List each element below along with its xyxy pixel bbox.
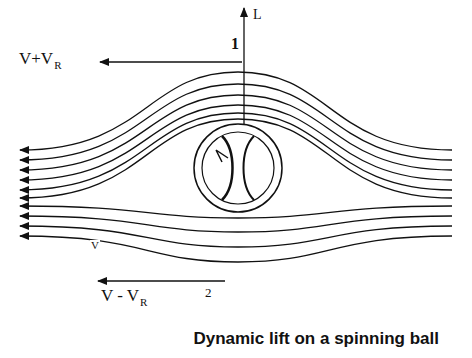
- caption: Dynamic lift on a spinning ball: [192, 330, 440, 347]
- velocity-label: V+V: [18, 50, 54, 67]
- subscript-label: R: [139, 297, 148, 308]
- point-label: 2: [204, 286, 213, 299]
- subscript-label: R: [53, 60, 62, 71]
- velocity-label: V - V: [100, 287, 140, 304]
- spinning-ball: [194, 124, 282, 212]
- velocity-label: 1: [230, 36, 240, 52]
- point-label: L: [252, 8, 263, 22]
- point-label: V: [90, 240, 100, 251]
- velocity-arrows: [98, 8, 244, 281]
- streamlines: [20, 72, 452, 262]
